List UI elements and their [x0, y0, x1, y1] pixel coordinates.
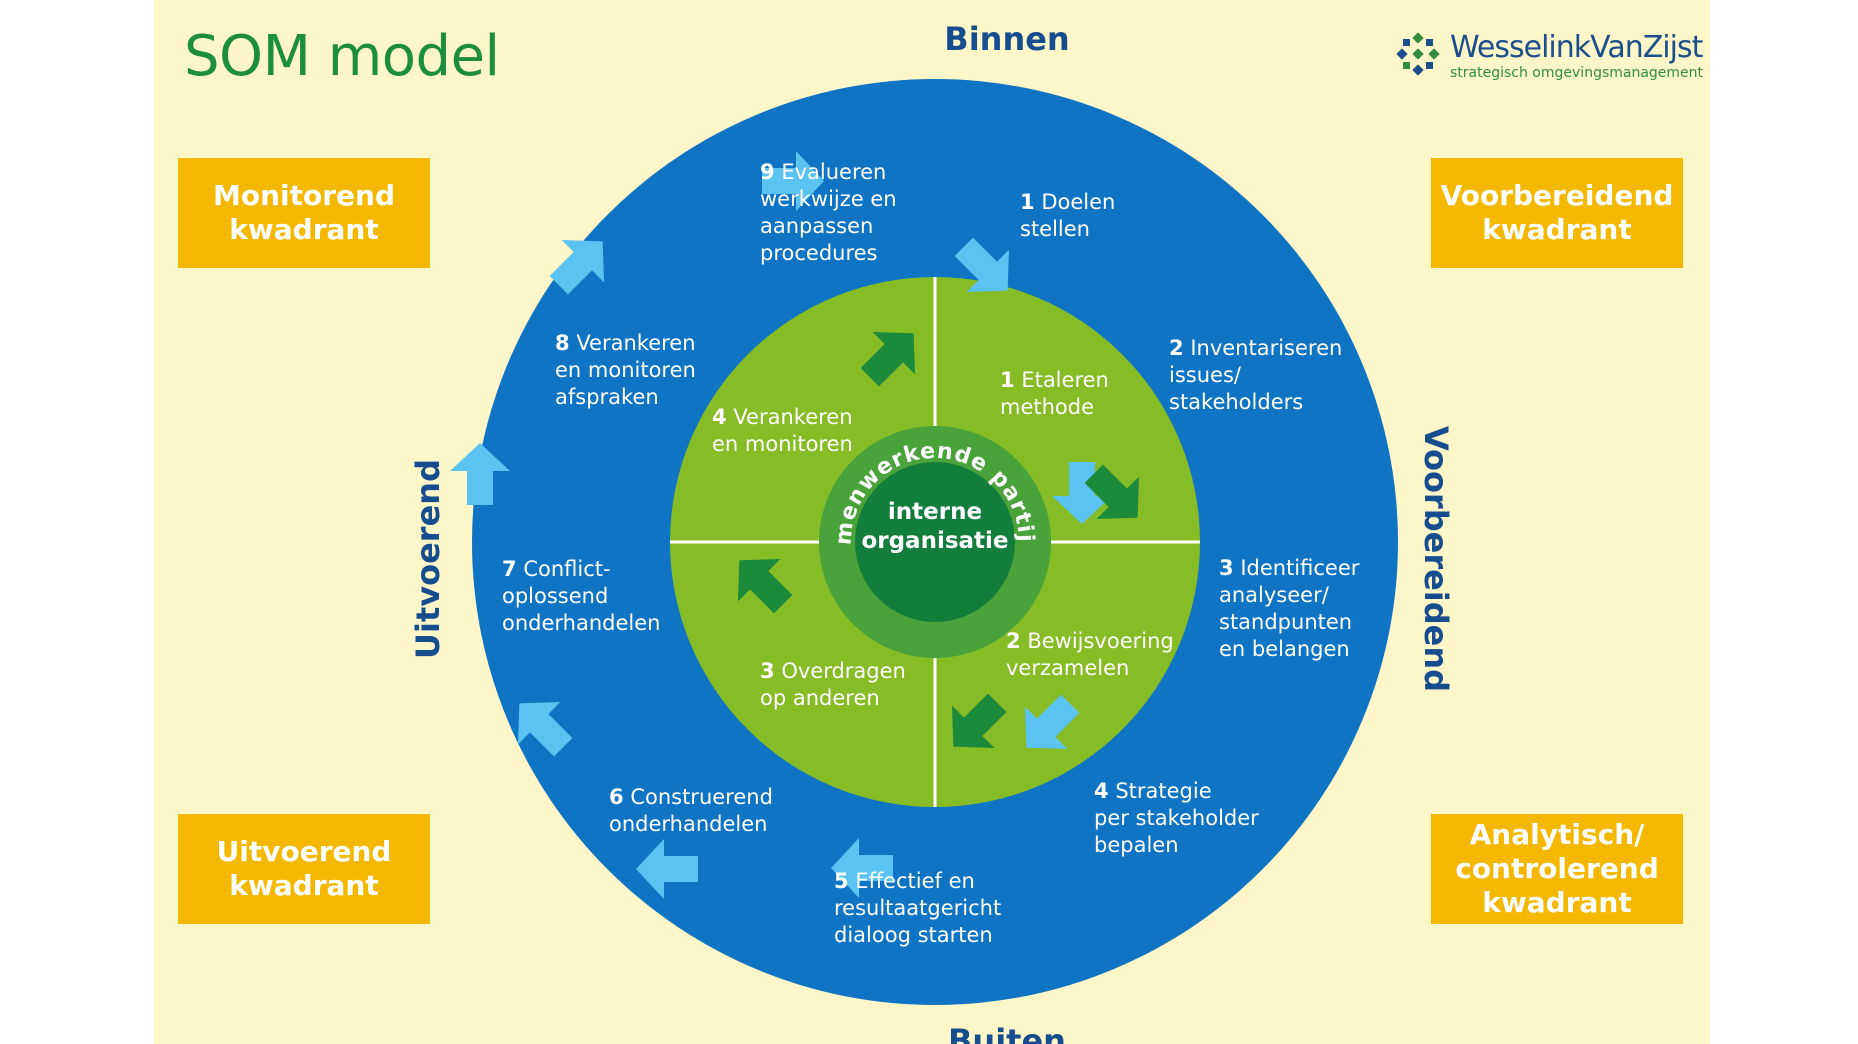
- axis-label-top: Binnen: [944, 20, 1070, 58]
- inner-step-1: 1 Etaleren methode: [1000, 368, 1109, 419]
- cycle-diagram: samenwerkende partijen: [154, 0, 1398, 1005]
- outer-step-2: 2 Inventariseren issues/ stakeholders: [1169, 336, 1343, 414]
- outer-step-7: 7 Conflict- oplossend onderhandelen: [502, 557, 661, 635]
- logo-tagline: strategisch omgevingsmanagement: [1450, 65, 1704, 81]
- quadrant-label: Uitvoerend kwadrant: [216, 835, 392, 902]
- outer-step-8: 8 Verankeren en monitoren afspraken: [555, 331, 696, 409]
- logo-mark-icon: [1396, 32, 1440, 76]
- quadrant-label: Voorbereidend kwadrant: [1440, 179, 1674, 246]
- som-model-canvas: SOM model WesselinkVanZijst strategisch …: [154, 0, 1710, 1044]
- outer-step-4: 4 Strategie per stakeholder bepalen: [1094, 779, 1259, 857]
- quadrant-label: Monitorend kwadrant: [212, 179, 396, 246]
- logo: WesselinkVanZijst strategisch omgevingsm…: [1394, 28, 1703, 84]
- center-label: interne organisatie: [861, 499, 1009, 554]
- inner-step-3: 3 Overdragen op anderen: [760, 659, 906, 710]
- quadrant-voorbereidend: Voorbereidend kwadrant: [1431, 158, 1683, 268]
- quadrant-analytisch: Analytisch/ controlerend kwadrant: [1431, 814, 1683, 924]
- outer-step-6: 6 Construerend onderhandelen: [609, 785, 773, 836]
- quadrant-monitorend: Monitorend kwadrant: [178, 158, 430, 268]
- inner-step-2: 2 Bewijsvoering verzamelen: [1006, 629, 1174, 680]
- outer-step-9: 9 Evalueren werkwijze en aanpassen proce…: [760, 160, 897, 265]
- core-circle: [855, 462, 1015, 622]
- inner-step-4: 4 Verankeren en monitoren: [712, 405, 853, 456]
- quadrant-label: Analytisch/ controlerend kwadrant: [1455, 818, 1659, 919]
- outer-step-1: 1 Doelen stellen: [1020, 190, 1116, 241]
- axis-label-bottom: Buiten: [948, 1022, 1066, 1044]
- logo-name: WesselinkVanZijst: [1450, 30, 1703, 65]
- quadrant-uitvoerend: Uitvoerend kwadrant: [178, 814, 430, 924]
- page-title: SOM model: [184, 24, 500, 89]
- outer-step-5: 5 Effectief en resultaatgericht dialoog …: [834, 869, 1002, 947]
- outer-step-3: 3 Identificeer analyseer/ standpunten en…: [1219, 556, 1360, 661]
